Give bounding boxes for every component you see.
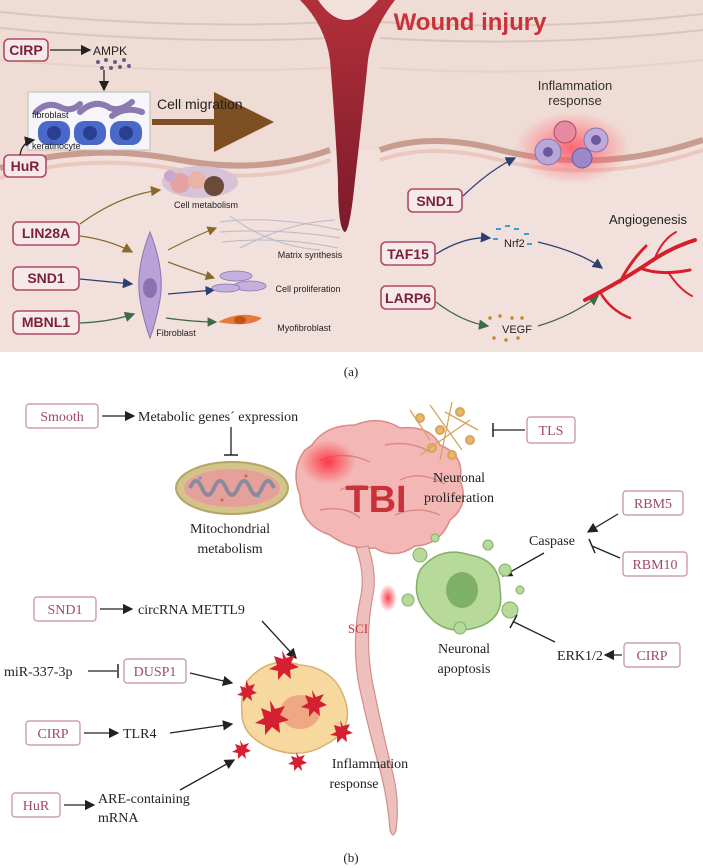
larp6-box [380, 285, 436, 310]
cirp-left-box [25, 720, 81, 746]
rbm5-box [622, 490, 684, 516]
matrix-synthesis-label: Matrix synthesis [278, 250, 343, 260]
rbm10-box [622, 551, 688, 577]
inflammation-glow [514, 112, 630, 184]
smooth-label: Smooth [40, 410, 84, 425]
blood-vessels-icon [583, 231, 697, 320]
nrf2-dots [493, 225, 532, 245]
dusp1-label: DUSP1 [134, 665, 177, 680]
lin28a-label: LIN28A [22, 225, 70, 241]
inflam-label-l2: response [330, 777, 379, 792]
spinal-cord [354, 545, 398, 836]
are-label-l1: ARE-containing [98, 792, 190, 807]
keratinocyte-cells [38, 121, 142, 145]
smooth-box [25, 403, 99, 429]
matrix-fibers [219, 215, 341, 251]
circrna-label: circRNA METTL9 [138, 603, 245, 618]
cirp-left-label: CIRP [37, 727, 68, 742]
cirp-box [3, 38, 49, 62]
myofibroblast-label: Myofibroblast [277, 323, 331, 333]
basement-membrane [0, 137, 703, 171]
mito-label-l1: Mitochondrial [190, 522, 270, 537]
erk-label: ERK1/2 [557, 649, 603, 664]
caption-a: (a) [344, 364, 358, 379]
caption-b: (b) [343, 850, 358, 865]
taf15-box [380, 241, 436, 266]
panel-b: TBI SCI Smooth Metabolic genes´ expressi… [4, 401, 688, 865]
vegf-label: VEGF [502, 324, 532, 336]
neur-prolif-l2: proliferation [424, 491, 494, 506]
taf15-label: TAF15 [387, 246, 429, 262]
myofibroblast-cell [218, 314, 262, 325]
nrf2-label: Nrf2 [504, 238, 525, 250]
cirp-right-label: CIRP [636, 649, 667, 664]
tlr4-label: TLR4 [123, 727, 156, 742]
inflammation-label-l1: Inflammation [538, 78, 612, 93]
apoptotic-neuron-icon [401, 533, 525, 635]
snd1-box [33, 596, 97, 622]
neur-apop-l2: apoptosis [438, 662, 491, 677]
snd1-right-box [407, 188, 463, 213]
wound-injury-title: Wound injury [394, 9, 548, 36]
cell-metabolism-icon [162, 166, 238, 198]
tls-label: TLS [539, 424, 564, 439]
cirp-label: CIRP [9, 42, 42, 58]
cirp-right-box [623, 642, 681, 668]
wound [300, 0, 395, 232]
snd1-left-box [12, 266, 80, 291]
proliferating-cells [211, 270, 267, 293]
sci-label: SCI [348, 621, 368, 636]
are-label-l2: mRNA [98, 811, 139, 826]
snd1-left-label: SND1 [27, 270, 65, 286]
ampk-dots [96, 58, 131, 70]
mbnl1-box [12, 310, 80, 335]
inflammation-label-l2: response [548, 93, 601, 108]
inflammatory-cell-icon [240, 661, 349, 754]
metabolic-genes-label: Metabolic genes´ expression [138, 410, 298, 425]
caspase-label: Caspase [529, 534, 575, 549]
vegf-dots [488, 314, 524, 342]
larp6-label: LARP6 [385, 290, 431, 306]
hur-label: HuR [11, 158, 40, 174]
tls-box [526, 416, 576, 444]
cell-proliferation-label: Cell proliferation [275, 284, 340, 294]
dusp1-box [123, 658, 187, 684]
hur-label-b: HuR [23, 799, 50, 814]
cytokine-stars [232, 650, 353, 771]
rbm5-label: RBM5 [634, 497, 672, 512]
snd1-right-label: SND1 [416, 193, 454, 209]
hur-box [3, 154, 47, 178]
mbnl1-label: MBNL1 [22, 314, 70, 330]
immune-cells [534, 120, 609, 169]
neur-prolif-l1: Neuronal [433, 471, 485, 486]
fibroblast-cells [33, 99, 145, 119]
panel-a: Wound injury CIRP AMPK fibroblast kerati… [0, 0, 703, 379]
rbm10-label: RBM10 [632, 558, 677, 573]
neurons-icon [409, 401, 479, 461]
snd1-label: SND1 [47, 603, 82, 618]
fibroblast-tag: fibroblast [32, 110, 69, 120]
ampk-label: AMPK [93, 44, 127, 58]
keratinocyte-tag: keratinocyte [32, 141, 81, 151]
lin28a-box [12, 221, 80, 246]
mitochondrion-icon [175, 461, 289, 515]
angiogenesis-label: Angiogenesis [609, 212, 688, 227]
mir-label: miR-337-3p [4, 665, 72, 680]
inflam-label-l1: Inflammation [332, 757, 408, 772]
tbi-label: TBI [345, 479, 406, 521]
neur-apop-l1: Neuronal [438, 642, 490, 657]
mito-label-l2: metabolism [197, 542, 262, 557]
cell-migration-label: Cell migration [157, 96, 243, 112]
hur-box-b [11, 792, 61, 818]
cell-metabolism-label: Cell metabolism [174, 200, 238, 210]
fibroblast-label: Fibroblast [156, 328, 196, 338]
